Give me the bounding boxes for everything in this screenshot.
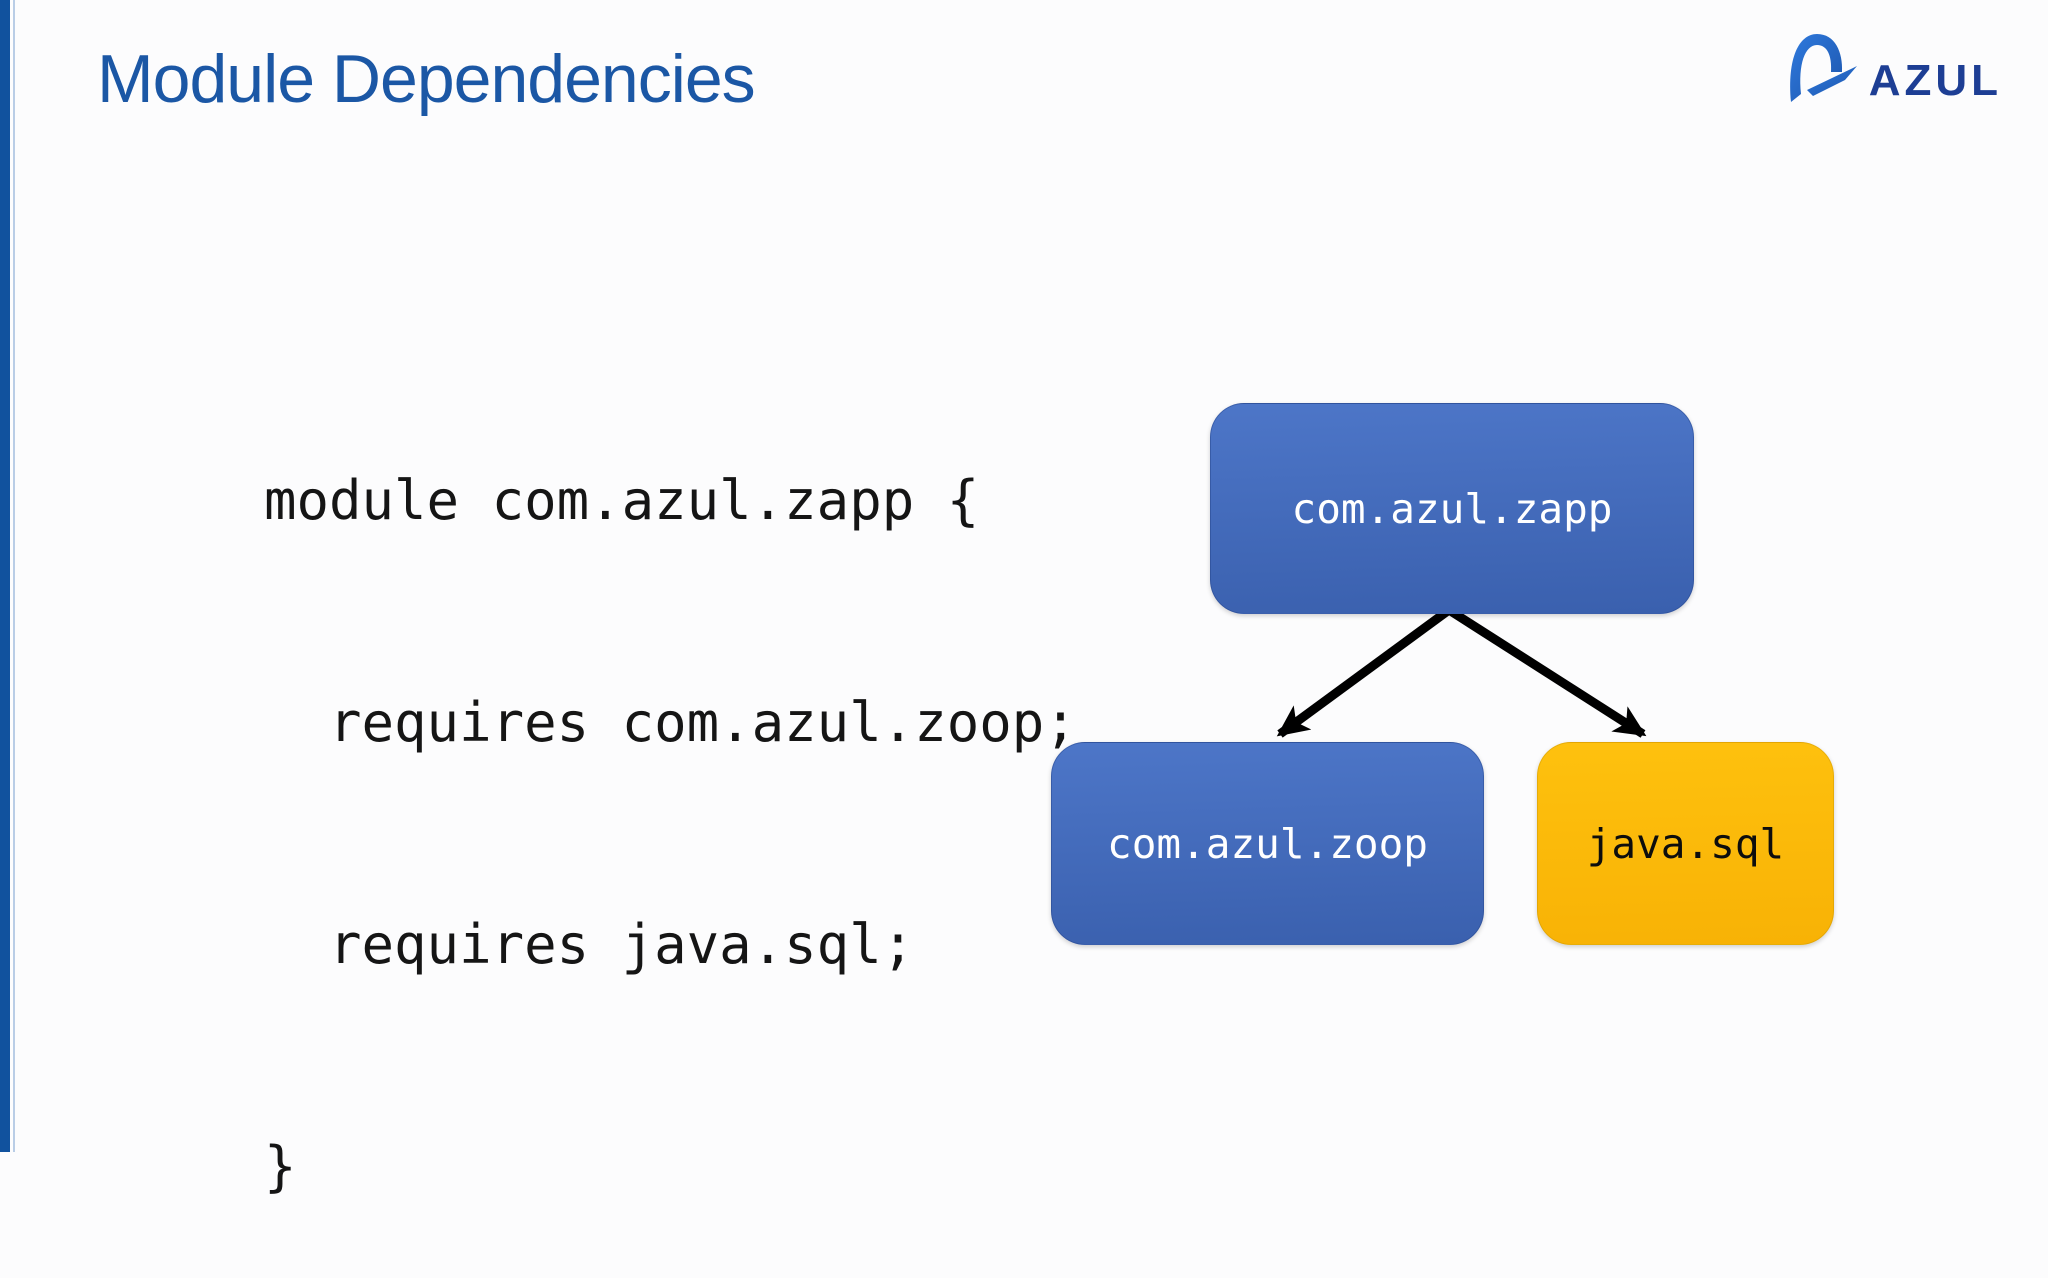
code-line: requires com.azul.zoop; bbox=[264, 691, 1077, 754]
code-line: module com.azul.zapp { bbox=[264, 469, 980, 532]
azul-logo-text: AZUL bbox=[1868, 56, 2002, 105]
edge-zapp-to-sql bbox=[1446, 606, 1647, 738]
node-label: java.sql bbox=[1586, 819, 1785, 868]
diagram-node-zoop: com.azul.zoop bbox=[1051, 742, 1484, 945]
slide-accent-line bbox=[13, 0, 15, 1152]
code-line: } bbox=[264, 1135, 297, 1198]
diagram-node-zapp: com.azul.zapp bbox=[1210, 403, 1694, 614]
diagram-node-sql: java.sql bbox=[1537, 742, 1834, 945]
edge-zapp-to-zoop bbox=[1276, 606, 1452, 738]
code-block: module com.azul.zapp { requires com.azul… bbox=[264, 316, 1077, 1278]
azul-arch-icon bbox=[1789, 34, 1857, 102]
azul-logo: AZUL bbox=[1785, 28, 2002, 120]
page-title: Module Dependencies bbox=[97, 41, 756, 117]
node-label: com.azul.zapp bbox=[1291, 484, 1613, 533]
slide-accent-bar bbox=[0, 0, 10, 1152]
code-line: requires java.sql; bbox=[264, 913, 915, 976]
node-label: com.azul.zoop bbox=[1107, 819, 1428, 868]
